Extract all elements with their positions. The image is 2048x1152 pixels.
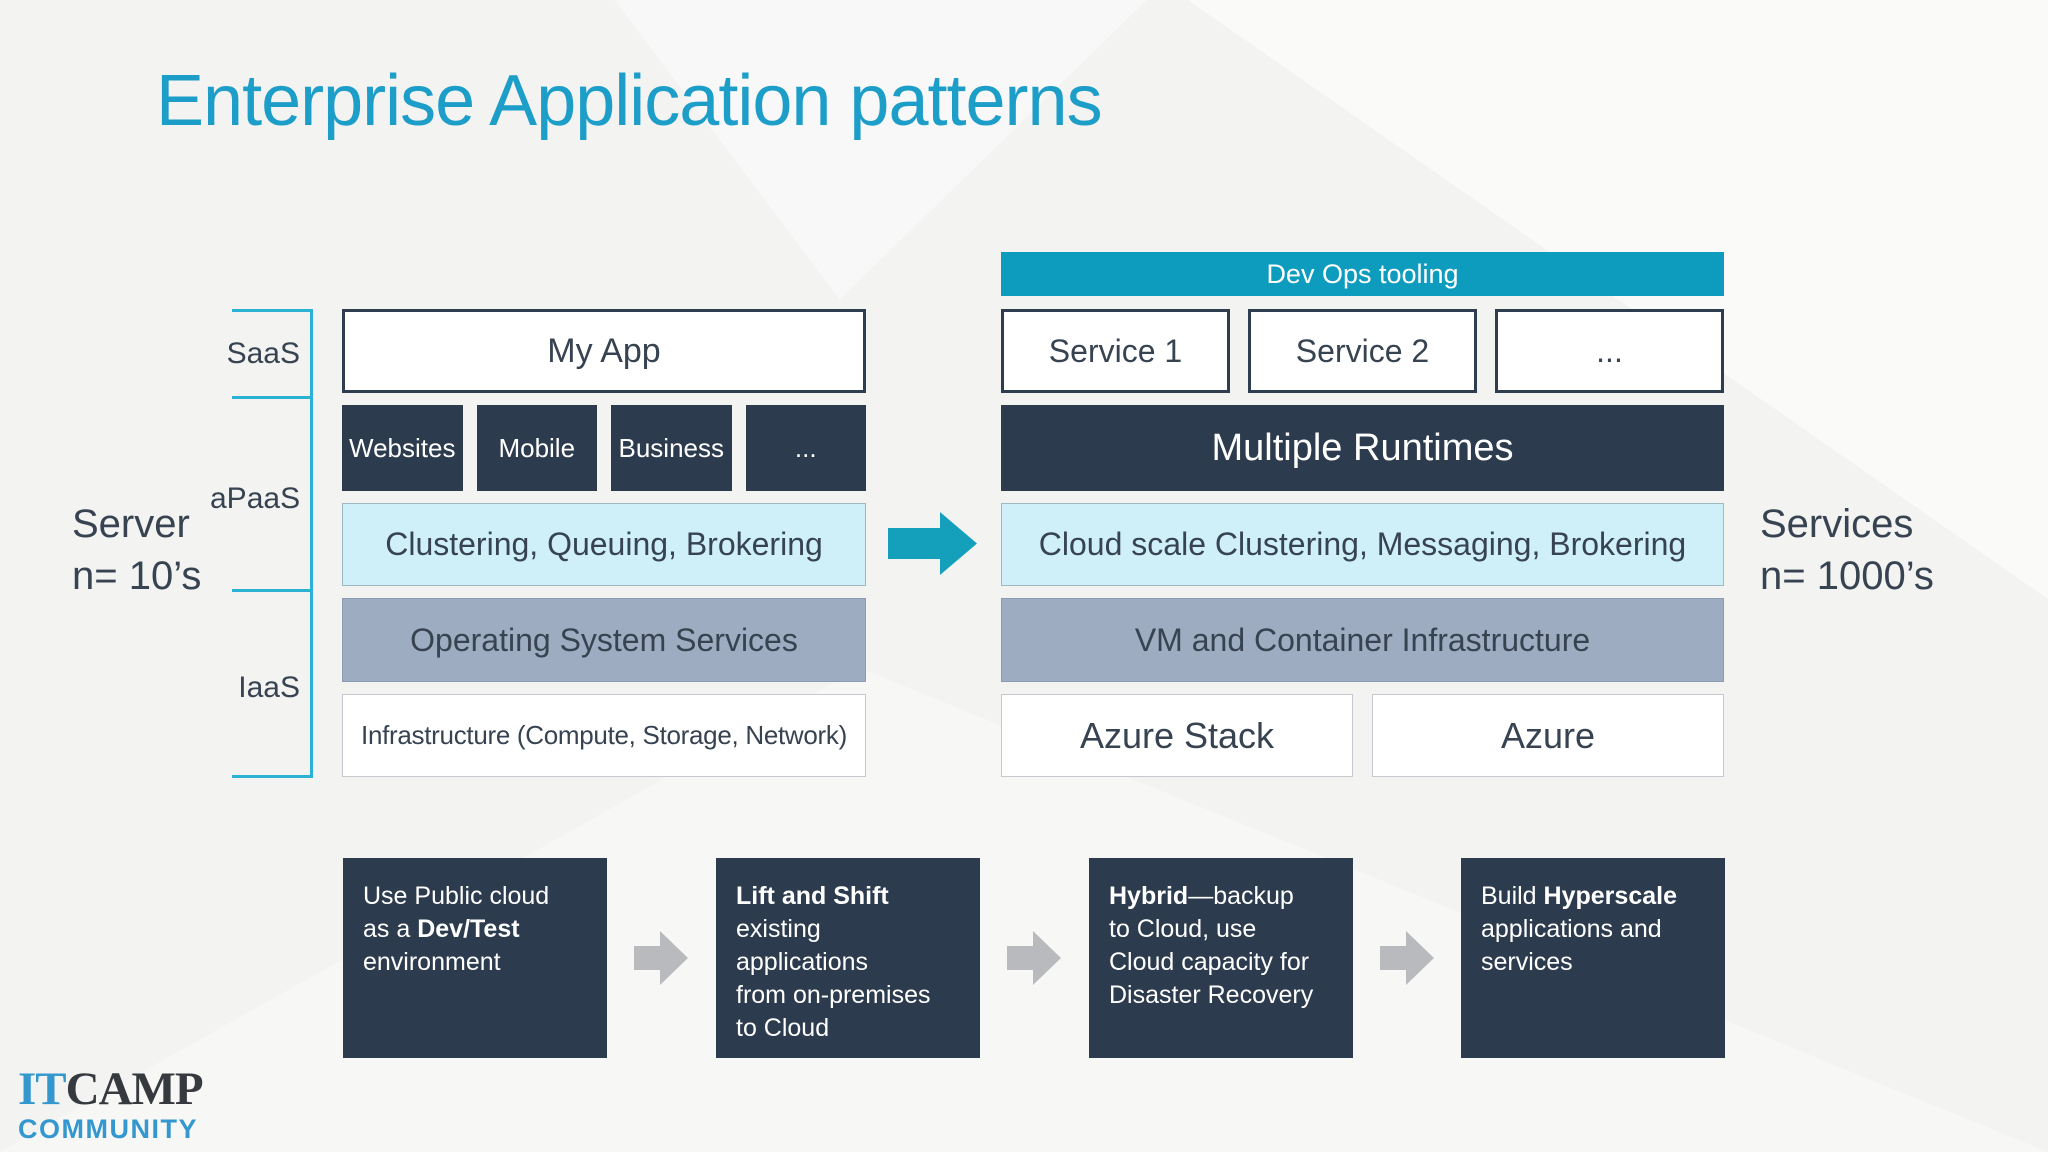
tier-label-saas: SaaS [226,337,300,370]
service-row: Service 1 Service 2 ... [1001,309,1724,393]
tier-label-iaas: IaaS [238,671,300,704]
logo-community-text: COMMUNITY [18,1114,198,1144]
logo-camp-text: CAMP [65,1063,204,1115]
service-box-1: Service 1 [1001,309,1230,393]
tier-label-apaas: aPaaS [210,482,301,515]
tier-bracket-tick [232,309,313,312]
server-label-line1: Server [72,502,190,546]
workload-box-business: Business [611,405,732,491]
slide-title: Enterprise Application patterns [156,61,1103,141]
tier-bracket-tick [232,775,313,778]
flow-arrow-icon [634,931,688,985]
workload-box-websites: Websites [342,405,463,491]
infrastructure-box: Infrastructure (Compute, Storage, Networ… [342,694,866,777]
multiple-runtimes-box: Multiple Runtimes [1001,405,1724,491]
cloud-clustering-box: Cloud scale Clustering, Messaging, Broke… [1001,503,1724,586]
itcamp-logo-wordmark: ITCAMP [18,1063,204,1115]
tier-bracket-tick [232,589,313,592]
cloud-row: Azure Stack Azure [1001,694,1724,777]
logo-it-text: IT [18,1063,67,1115]
tier-bracket-vertical-line [310,309,313,778]
services-count-label: Services n= 1000’s [1760,498,1934,602]
devops-tooling-bar: Dev Ops tooling [1001,252,1724,296]
services-label-line2: n= 1000’s [1760,554,1934,598]
clustering-box: Clustering, Queuing, Brokering [342,503,866,586]
workload-box-more: ... [745,405,866,491]
workload-row: Websites Mobile Business ... [342,405,866,491]
azure-box: Azure [1372,694,1724,777]
service-box-more: ... [1495,309,1724,393]
flow-arrow-icon [1007,931,1061,985]
workload-box-mobile: Mobile [476,405,597,491]
server-count-label: Server n= 10’s [72,498,201,602]
os-services-box: Operating System Services [342,598,866,682]
server-label-line2: n= 10’s [72,554,202,598]
tier-bracket-tick [232,396,313,399]
azure-stack-box: Azure Stack [1001,694,1353,777]
my-app-box: My App [342,309,866,393]
vm-container-box: VM and Container Infrastructure [1001,598,1724,682]
service-box-2: Service 2 [1248,309,1477,393]
itcamp-logo: ITCAMP COMMUNITY [18,1063,204,1144]
services-label-line1: Services [1760,502,1914,546]
flow-arrow-icon [1380,931,1434,985]
migration-arrow-icon [888,512,977,575]
